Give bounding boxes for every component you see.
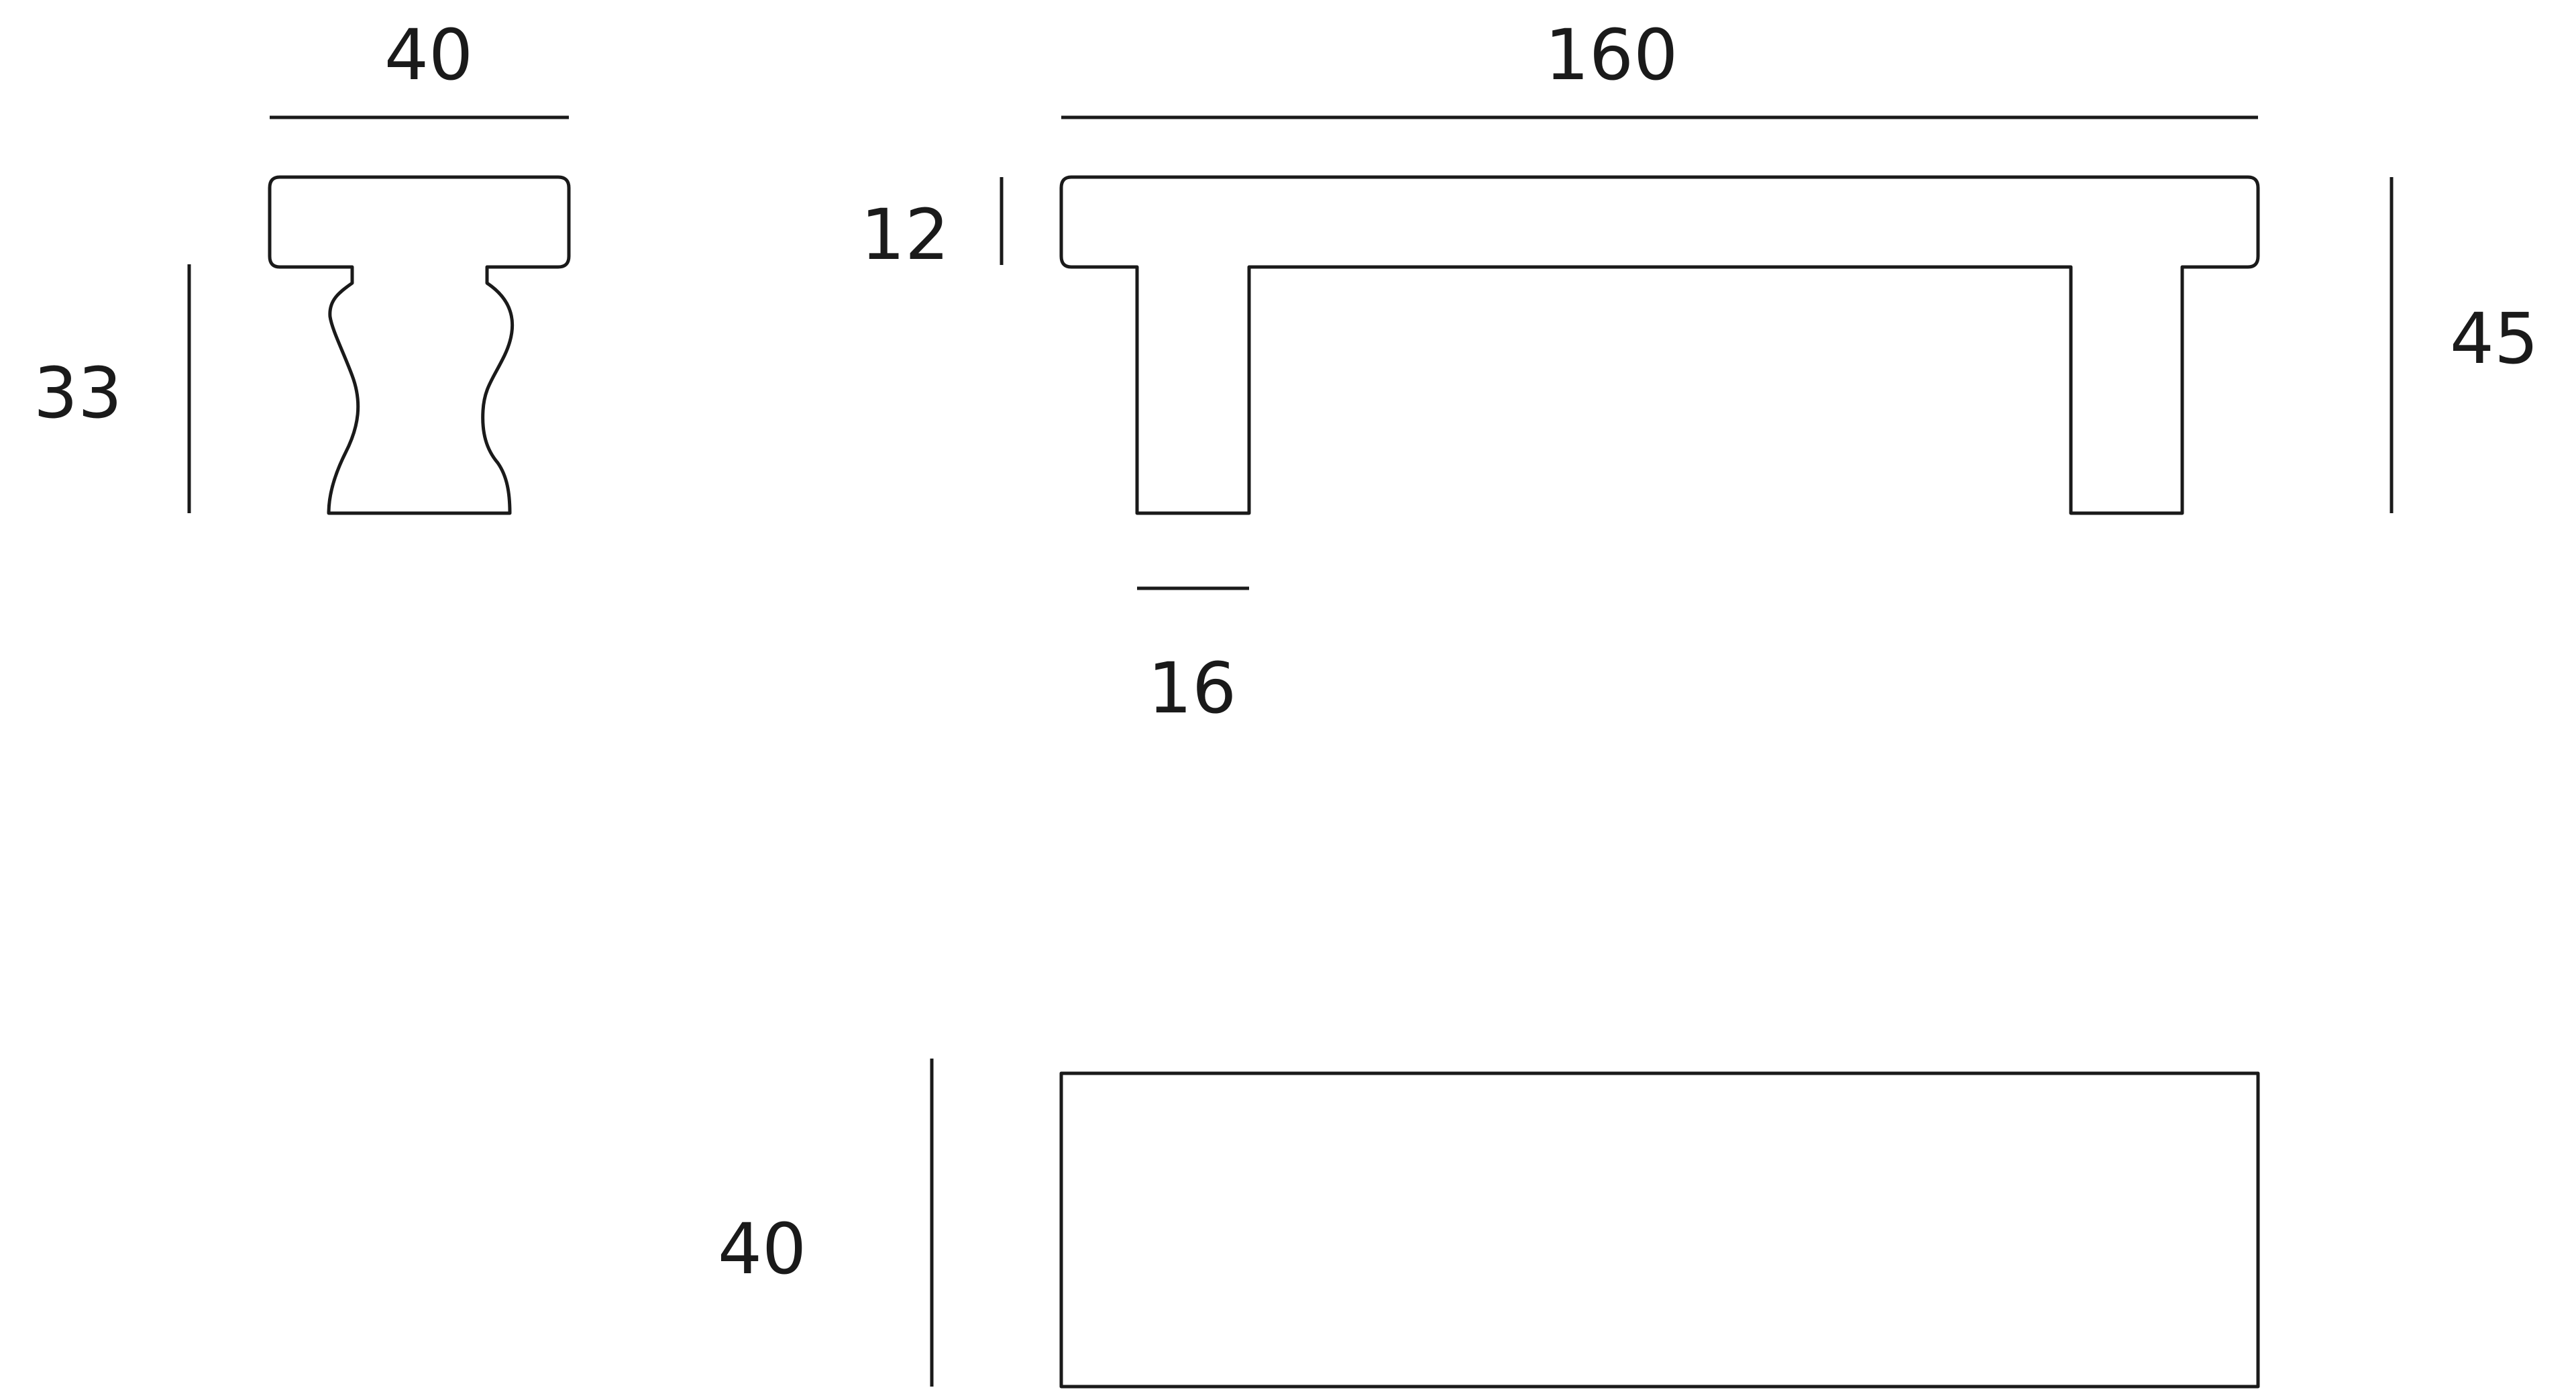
total-height-label: 45 [2450,298,2538,380]
side-width-label: 40 [384,14,473,96]
top-thickness-label: 12 [861,194,949,276]
top-view: 40 [718,1059,2260,1389]
side-height-label: 33 [34,352,122,434]
front-view: 160 12 45 16 [861,14,2538,729]
front-view-outline [1059,175,2260,515]
front-length-label: 160 [1545,14,1678,96]
leg-width-label: 16 [1148,647,1236,729]
side-view-outline [268,175,571,515]
side-view: 40 33 [34,14,571,515]
top-view-outline [1059,1071,2260,1389]
depth-label: 40 [718,1208,806,1290]
